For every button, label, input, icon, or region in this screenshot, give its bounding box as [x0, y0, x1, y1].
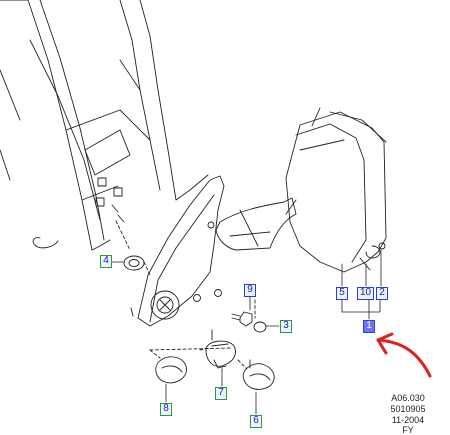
leader-lines: [111, 249, 382, 415]
diagram-code: A06.030: [391, 393, 425, 403]
diagram-date: 11-2004: [391, 415, 425, 425]
callout-1[interactable]: 1: [363, 320, 375, 333]
lens-part-6: [242, 359, 275, 390]
red-annotation-arrow: [376, 332, 432, 378]
washer-part-4: [123, 255, 145, 271]
callout-5[interactable]: 5: [336, 287, 348, 300]
mirror-arm: [215, 197, 297, 251]
callout-4[interactable]: 4: [100, 255, 112, 268]
callout-8[interactable]: 8: [160, 403, 172, 416]
mirror-head: [285, 107, 387, 273]
diagram-suffix: FY: [402, 425, 414, 435]
mirror-mount-bracket: [130, 175, 225, 327]
callout-7[interactable]: 7: [215, 387, 227, 400]
callout-10[interactable]: 10: [357, 287, 374, 300]
assembly-lines: [115, 220, 256, 369]
callout-9[interactable]: 9: [244, 284, 256, 297]
callout-6[interactable]: 6: [250, 415, 262, 428]
bulb-holder-part-7: [205, 329, 236, 369]
screw-part-9: [231, 311, 253, 327]
door-frame: [0, 0, 209, 251]
callout-3[interactable]: 3: [280, 320, 292, 333]
diagram-part-number: 5010905: [390, 404, 426, 414]
lens-part-8: [155, 356, 187, 384]
callout-2[interactable]: 2: [376, 287, 388, 300]
cap-part-3: [253, 321, 267, 333]
